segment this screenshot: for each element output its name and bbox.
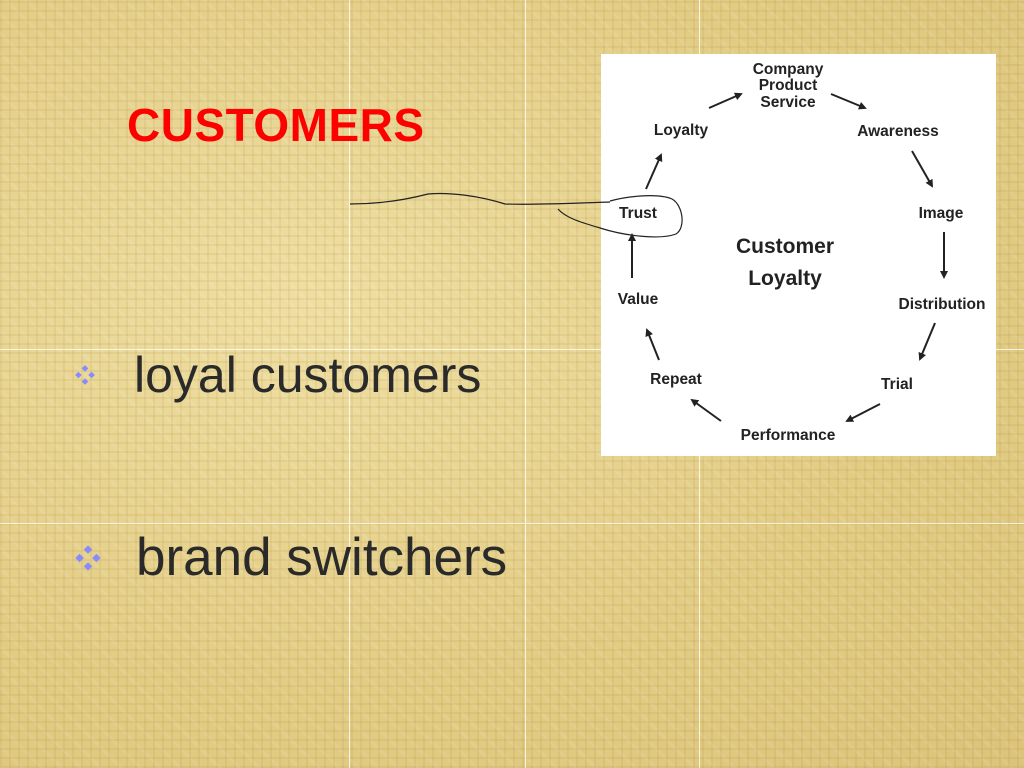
tile-seam xyxy=(0,523,1024,524)
stage-service: Service xyxy=(760,94,816,111)
stage-trial: Trial xyxy=(881,376,913,393)
slide-title: CUSTOMERS xyxy=(127,99,425,151)
stage-distribution: Distribution xyxy=(899,296,986,313)
arrow xyxy=(708,92,743,109)
arrow xyxy=(645,153,663,190)
stage-image: Image xyxy=(919,205,964,222)
stage-product: Product xyxy=(759,77,818,94)
bullet-item: brand switchers xyxy=(74,527,507,588)
diamond-bullet-icon xyxy=(75,365,95,385)
arrow xyxy=(845,403,881,422)
stage-value: Value xyxy=(618,291,659,308)
stage-awareness: Awareness xyxy=(857,123,939,140)
stage-company: Company xyxy=(753,61,824,78)
center-label-line1: Customer xyxy=(736,235,834,258)
stage-performance: Performance xyxy=(741,427,836,444)
bullet-text: brand switchers xyxy=(136,528,508,587)
stage-loyalty: Loyalty xyxy=(654,122,709,139)
cycle-diagram-svg: Customer Loyalty Company Product Service… xyxy=(618,61,986,444)
arrow xyxy=(690,398,722,422)
arrow xyxy=(645,328,660,361)
tile-seam xyxy=(349,0,350,768)
arrow xyxy=(911,150,933,188)
bullet-item: loyal customers xyxy=(74,346,481,404)
stage-repeat: Repeat xyxy=(650,371,702,388)
customer-loyalty-cycle-diagram: Customer Loyalty Company Product Service… xyxy=(601,54,996,456)
arrow xyxy=(830,93,867,110)
arrow xyxy=(918,322,936,361)
tile-seam xyxy=(0,349,1024,350)
stage-trust: Trust xyxy=(619,205,657,222)
diamond-bullet-icon xyxy=(75,544,101,571)
tile-seam xyxy=(525,0,526,768)
bullet-text: loyal customers xyxy=(134,347,482,403)
center-label-line2: Loyalty xyxy=(748,267,822,290)
